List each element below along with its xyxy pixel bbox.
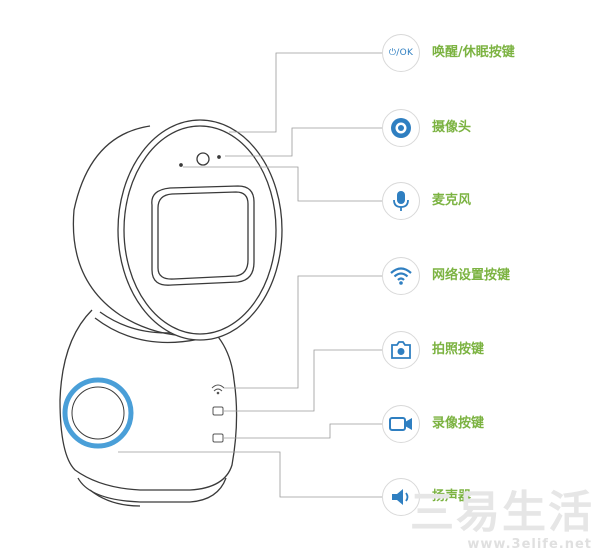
callout-label-wifi: 网络设置按键: [432, 268, 511, 283]
photo-camera-icon: [382, 331, 420, 369]
callout-label-video: 录像按键: [432, 416, 485, 431]
leader-lines: [118, 52, 384, 498]
power-ok-icon: ⏻/OK: [382, 34, 420, 72]
callout-label-speaker: 扬声器: [432, 489, 472, 504]
watermark-url: www.3elife.net: [467, 537, 592, 552]
wifi-icon: [382, 257, 420, 295]
microphone-icon: [382, 182, 420, 220]
speaker-icon: [382, 478, 420, 516]
watermark-logo: 三易生活: [410, 487, 594, 538]
callout-label-photo: 拍照按键: [432, 342, 485, 357]
callout-label-mic: 麦克风: [432, 193, 472, 208]
power-ok-text: ⏻/OK: [388, 48, 414, 58]
robot-head: [72, 119, 283, 341]
side-buttons: [211, 384, 225, 443]
callout-label-camera: 摄像头: [432, 120, 472, 135]
video-camera-icon: [382, 405, 420, 443]
callout-label-wake: 唤醒/休眠按键: [432, 45, 515, 60]
speaker-ring: [62, 377, 134, 449]
camera-lens-icon: [382, 109, 420, 147]
